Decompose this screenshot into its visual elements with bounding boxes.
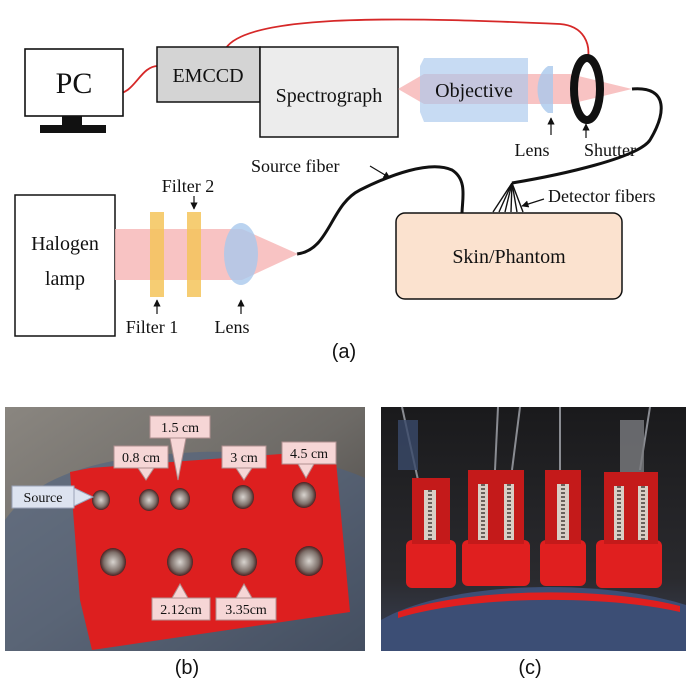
hole-4-5 <box>292 482 316 508</box>
spectrograph-box <box>259 46 399 138</box>
pc-icon: PC <box>24 48 124 133</box>
callout-1-5: 1.5 cm <box>149 415 211 481</box>
skin-phantom-box <box>395 212 623 300</box>
hole-0-8 <box>139 489 159 511</box>
callout-3-label: 3 cm <box>230 451 258 466</box>
panel-c: (c) <box>381 406 686 679</box>
callout-0-8-label: 0.8 cm <box>122 451 160 466</box>
filter-2 <box>187 212 201 297</box>
photo-c-holder-right <box>620 420 644 475</box>
source-fiber <box>296 165 465 256</box>
panel-b: Source 0.8 cm 1.5 cm 3 cm 4.5 cm 2.12cm <box>5 407 365 679</box>
halogen-lamp-box <box>14 194 116 337</box>
photo-c-holder-left <box>398 420 418 470</box>
emccd-shutter-cable <box>225 18 590 59</box>
fiber-holder-4 <box>596 472 662 588</box>
hole-bottom-4 <box>295 546 323 576</box>
hole-3 <box>232 485 254 509</box>
objective-label: Objective <box>435 80 513 102</box>
objective-body <box>420 58 528 122</box>
lens-top-label: Lens <box>515 140 550 160</box>
detector-fibers-arrow <box>521 198 545 208</box>
callout-1-5-label: 1.5 cm <box>161 421 199 436</box>
lens-bottom-label: Lens <box>215 317 250 337</box>
halogen-label-line1: Halogen <box>31 233 99 255</box>
filter-1 <box>150 212 164 297</box>
source-fiber-label: Source fiber <box>251 156 339 176</box>
halogen-label-line2: lamp <box>45 268 85 290</box>
shutter-label: Shutter <box>584 140 636 160</box>
caption-c: (c) <box>518 657 541 679</box>
filter2-label: Filter 2 <box>162 176 215 196</box>
callout-3: 3 cm <box>221 445 267 481</box>
fiber-holder-2 <box>462 470 530 586</box>
source-fiber-arrow <box>369 165 391 179</box>
hole-bottom-1 <box>100 548 126 576</box>
hole-source <box>92 490 110 510</box>
detector-fiber-bundle <box>492 182 524 213</box>
callout-3-35-label: 3.35cm <box>225 603 267 618</box>
spectrograph-label: Spectrograph <box>276 85 383 107</box>
lens-top <box>537 66 553 113</box>
hole-1-5 <box>170 488 190 510</box>
callout-3-35: 3.35cm <box>215 582 277 621</box>
callout-4-5-label: 4.5 cm <box>290 447 328 462</box>
callout-source: Source <box>11 485 95 509</box>
panel-a: PC EMCCD Spectrograph Objective Lens Shu… <box>14 18 663 363</box>
emccd-label: EMCCD <box>172 65 243 87</box>
pc-label: PC <box>56 67 93 100</box>
caption-b: (b) <box>175 657 199 679</box>
callout-2-12: 2.12cm <box>151 582 211 621</box>
detector-fiber <box>511 87 663 185</box>
emccd-box <box>156 46 261 103</box>
skin-label: Skin/Phantom <box>452 246 566 268</box>
callout-source-label: Source <box>24 491 63 506</box>
hole-2-12 <box>167 548 193 576</box>
detector-fibers-label: Detector fibers <box>548 186 655 206</box>
photo-c-red-strip <box>398 592 680 618</box>
fiber-holder-3 <box>540 470 586 586</box>
shutter-ring <box>570 54 604 124</box>
callout-4-5: 4.5 cm <box>281 441 337 480</box>
filter1-label: Filter 1 <box>126 317 179 337</box>
illumination-beam <box>115 229 298 280</box>
fiber-holder-1 <box>406 478 456 588</box>
caption-a: (a) <box>332 341 356 363</box>
callout-2-12-label: 2.12cm <box>160 603 202 618</box>
hole-3-35 <box>231 548 257 576</box>
lens-bottom <box>224 223 258 285</box>
callout-0-8: 0.8 cm <box>113 445 169 481</box>
